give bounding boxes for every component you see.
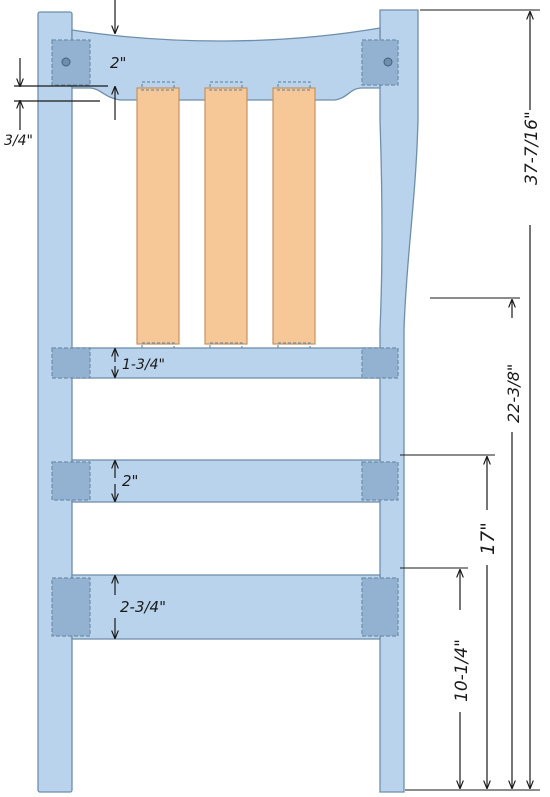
notch-dimension: [14, 58, 108, 130]
upper-rail: [71, 347, 381, 379]
overall-height-label: 37-7/16": [522, 111, 542, 185]
lower-rail-width-label: 2-3/4": [120, 598, 166, 616]
slat-right: [272, 87, 316, 345]
right-peg: [383, 57, 393, 67]
middle-rail-height-label: 17": [477, 522, 499, 555]
slat-center: [204, 87, 248, 345]
lower-rail: [71, 574, 381, 640]
right-leg: [379, 9, 419, 793]
left-peg: [61, 57, 71, 67]
notch-label: 3/4": [4, 133, 33, 149]
middle-rail: [71, 459, 381, 503]
joint-blocks: [51, 39, 399, 637]
lower-rail-height-label: 10-1/4": [452, 639, 472, 702]
middle-rail-width-label: 2": [122, 472, 138, 490]
upper-rail-height-label: 22-3/8": [504, 364, 523, 423]
top-rail-width-label: 2": [110, 54, 126, 72]
slat-left: [136, 87, 180, 345]
slat-tenon-marks: [141, 81, 311, 352]
extension-lines: [400, 9, 540, 791]
upper-rail-width-label: 1-3/4": [122, 357, 165, 373]
left-leg: [37, 11, 73, 793]
